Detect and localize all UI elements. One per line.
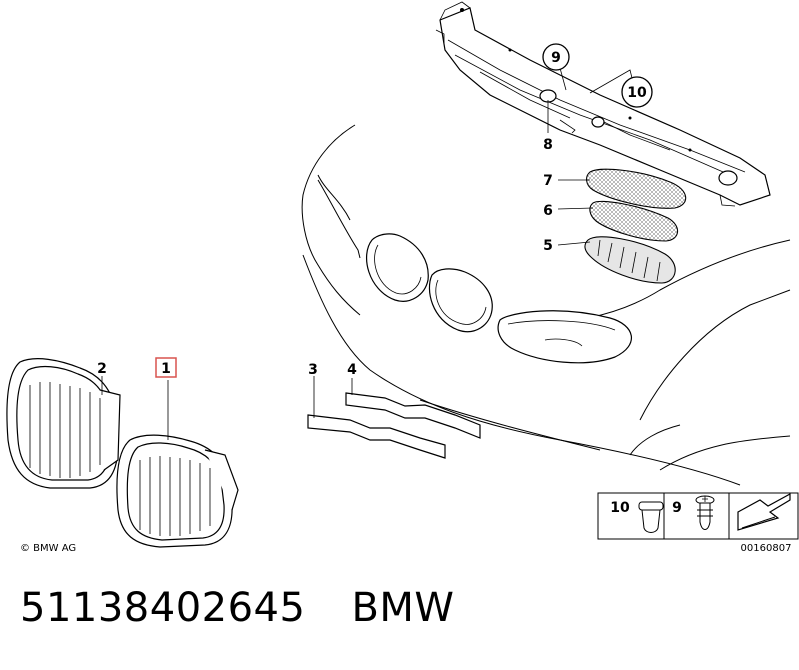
kidney-grille-left — [6, 358, 121, 489]
legend-9-label: 9 — [672, 500, 682, 516]
copyright-text: © BMW AG — [20, 543, 76, 554]
part-number: 51138402645 — [20, 585, 306, 631]
callout-9-label: 9 — [551, 50, 561, 66]
air-grille-7 — [586, 168, 687, 209]
callout-6-label: 6 — [543, 203, 553, 219]
callout-10: 10 — [621, 76, 653, 108]
callout-7-label: 7 — [543, 173, 553, 189]
air-grille-5 — [584, 236, 676, 284]
strip-4 — [345, 392, 481, 439]
expanding-rivet-icon — [695, 495, 715, 530]
air-grille-6 — [589, 200, 679, 242]
legend-10-label: 10 — [610, 500, 630, 516]
drawing-number: 00160807 — [741, 543, 792, 554]
callout-1-label: 1 — [161, 361, 171, 377]
callout-10-label: 10 — [627, 85, 647, 101]
callout-8-label: 8 — [543, 137, 553, 153]
callout-3-label: 3 — [308, 362, 318, 378]
callout-4-label: 4 — [347, 362, 357, 378]
strip-3 — [307, 414, 446, 459]
callout-2-label: 2 — [97, 361, 107, 377]
clip-nut-icon — [638, 501, 664, 533]
callout-5-label: 5 — [543, 238, 553, 254]
part-footer: 51138402645 BMW — [20, 585, 454, 631]
callout-1: 1 — [155, 357, 177, 378]
mounting-arrow-icon — [737, 492, 791, 531]
callout-9: 9 — [542, 43, 570, 71]
leader-lines — [101, 67, 633, 440]
brand-name: BMW — [351, 585, 455, 631]
fastener-legend: 10 9 — [597, 492, 799, 540]
kidney-grille-right — [116, 434, 239, 548]
car-body-outline — [301, 124, 791, 486]
cowl-panel — [435, 1, 771, 207]
